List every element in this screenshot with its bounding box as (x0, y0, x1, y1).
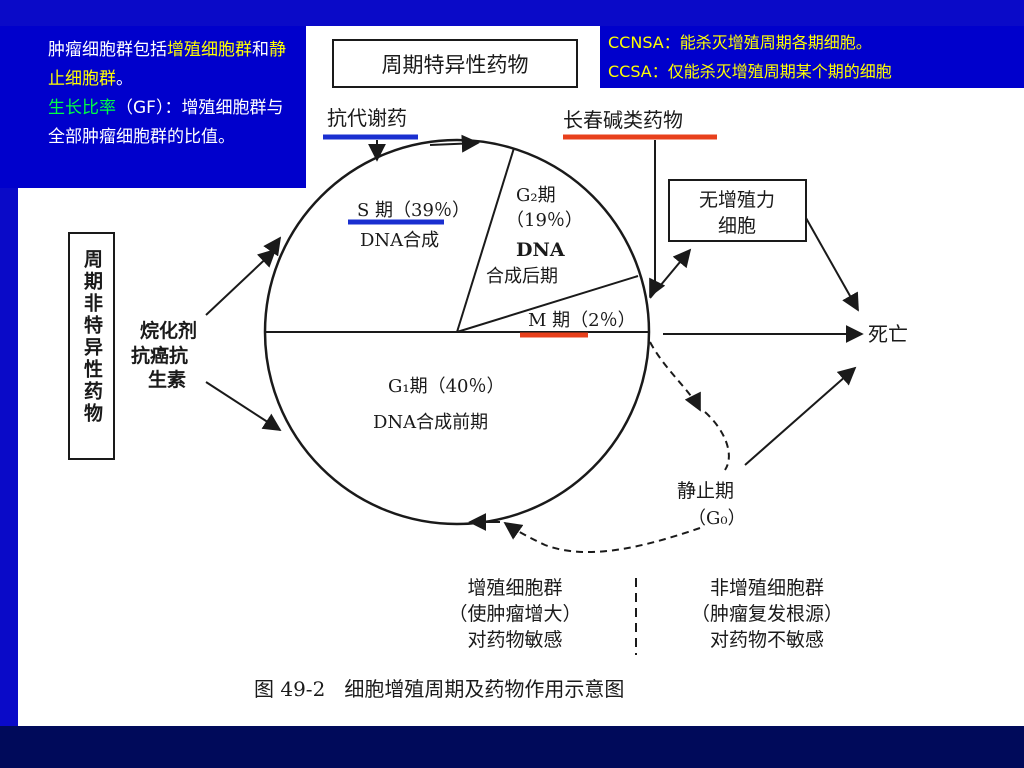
m-phase-label: M 期（2％） (528, 310, 636, 331)
g2-phase-label: G₂期 (516, 185, 556, 206)
g0-to-death-arrow (744, 366, 857, 466)
vinca-label: 长春碱类药物 (563, 108, 683, 132)
nonspecific-drug-box (68, 232, 115, 460)
to-nonproliferating-arrow (649, 248, 692, 299)
nonproliferating-group-effect: （肿瘤复发根源） (691, 603, 843, 625)
g2-phase-pct: （19％） (506, 210, 583, 231)
g0-return-dashed-arrow (503, 521, 701, 554)
nonproliferating-cells-label-2: 细胞 (718, 215, 756, 237)
note-left-text-a: 肿瘤细胞群包括 (48, 40, 167, 60)
note-left-proliferating: 增殖细胞群 (167, 40, 252, 60)
s-phase-desc: DNA合成 (360, 230, 439, 251)
nonproliferating-cells-label-1: 无增殖力 (699, 189, 775, 211)
bottom-band (0, 726, 1024, 768)
nonproliferating-cells-box (668, 179, 807, 242)
figure-caption: 图 49-2 细胞增殖周期及药物作用示意图 (254, 677, 624, 701)
to-g0-dashed-arrow (649, 341, 701, 412)
g0-label-1: 静止期 (677, 480, 734, 502)
alkylating-arrow-up (205, 248, 277, 316)
note-left-resting: 静止细胞群 (48, 40, 286, 89)
nonspecific-drug-label: 周期非特异性药物 (81, 249, 103, 425)
g1-phase-desc: DNA合成前期 (373, 412, 488, 433)
alkylating-arrow-down (205, 381, 282, 431)
note-left-text-and: 和 (252, 40, 269, 60)
note-left-line2: 生长比率（GF）：增殖细胞群与全部肿瘤细胞群的比值。 (48, 94, 296, 152)
top-band (0, 0, 1024, 26)
specific-drug-box (332, 39, 578, 88)
nonproliferating-to-death-arrow (805, 217, 859, 312)
g1-phase-label: G₁期（40％） (388, 376, 505, 397)
s-phase-label: S 期（39％） (357, 200, 470, 221)
phase-divider-g2-m (456, 275, 639, 333)
nonproliferating-group-sensitivity: 对药物不敏感 (710, 629, 824, 651)
g2-phase-desc2: 合成后期 (486, 266, 558, 287)
alkylating-label-1: 烷化剂 (140, 319, 197, 342)
vinca-arrow (649, 140, 666, 298)
g2-phase-desc1: DNA (516, 239, 565, 261)
g0-label-2: （G₀） (688, 508, 746, 529)
phase-divider-s-g2 (456, 147, 515, 333)
proliferating-group-sensitivity: 对药物敏感 (467, 629, 562, 651)
antimetabolite-label: 抗代谢药 (327, 106, 407, 130)
cycle-arrow-top (429, 134, 480, 153)
note-right-ccnsa: CCNSA：能杀灭增殖周期各期细胞。 (608, 33, 872, 52)
alkylating-label-2: 抗癌抗 (131, 344, 188, 367)
specific-drug-label: 周期特异性药物 (382, 53, 529, 77)
note-left-gf-term: 生长比率 (48, 98, 116, 118)
note-left-line1: 肿瘤细胞群包括增殖细胞群和静止细胞群。 (48, 36, 296, 94)
death-label: 死亡 (868, 322, 908, 346)
g0-dashed-curve (704, 411, 730, 471)
nonproliferating-group-label: 非增殖细胞群 (710, 577, 824, 599)
note-right-ccsa: CCSA：仅能杀灭增殖周期某个期的细胞 (608, 62, 892, 81)
note-left-gf-rest: （GF）：增殖细胞群与全部肿瘤细胞群的比值。 (48, 98, 284, 147)
cycle-arrow-left (263, 236, 282, 259)
note-left: 肿瘤细胞群包括增殖细胞群和静止细胞群。 生长比率（GF）：增殖细胞群与全部肿瘤细… (0, 26, 306, 188)
proliferating-group-label: 增殖细胞群 (467, 577, 562, 599)
note-left-text-end: 。 (116, 69, 133, 89)
note-right: CCNSA：能杀灭增殖周期各期细胞。 CCSA：仅能杀灭增殖周期某个期的细胞 (600, 26, 1024, 88)
proliferating-group-effect: （使肿瘤增大） (448, 603, 581, 625)
alkylating-label-3: 生素 (148, 368, 186, 391)
